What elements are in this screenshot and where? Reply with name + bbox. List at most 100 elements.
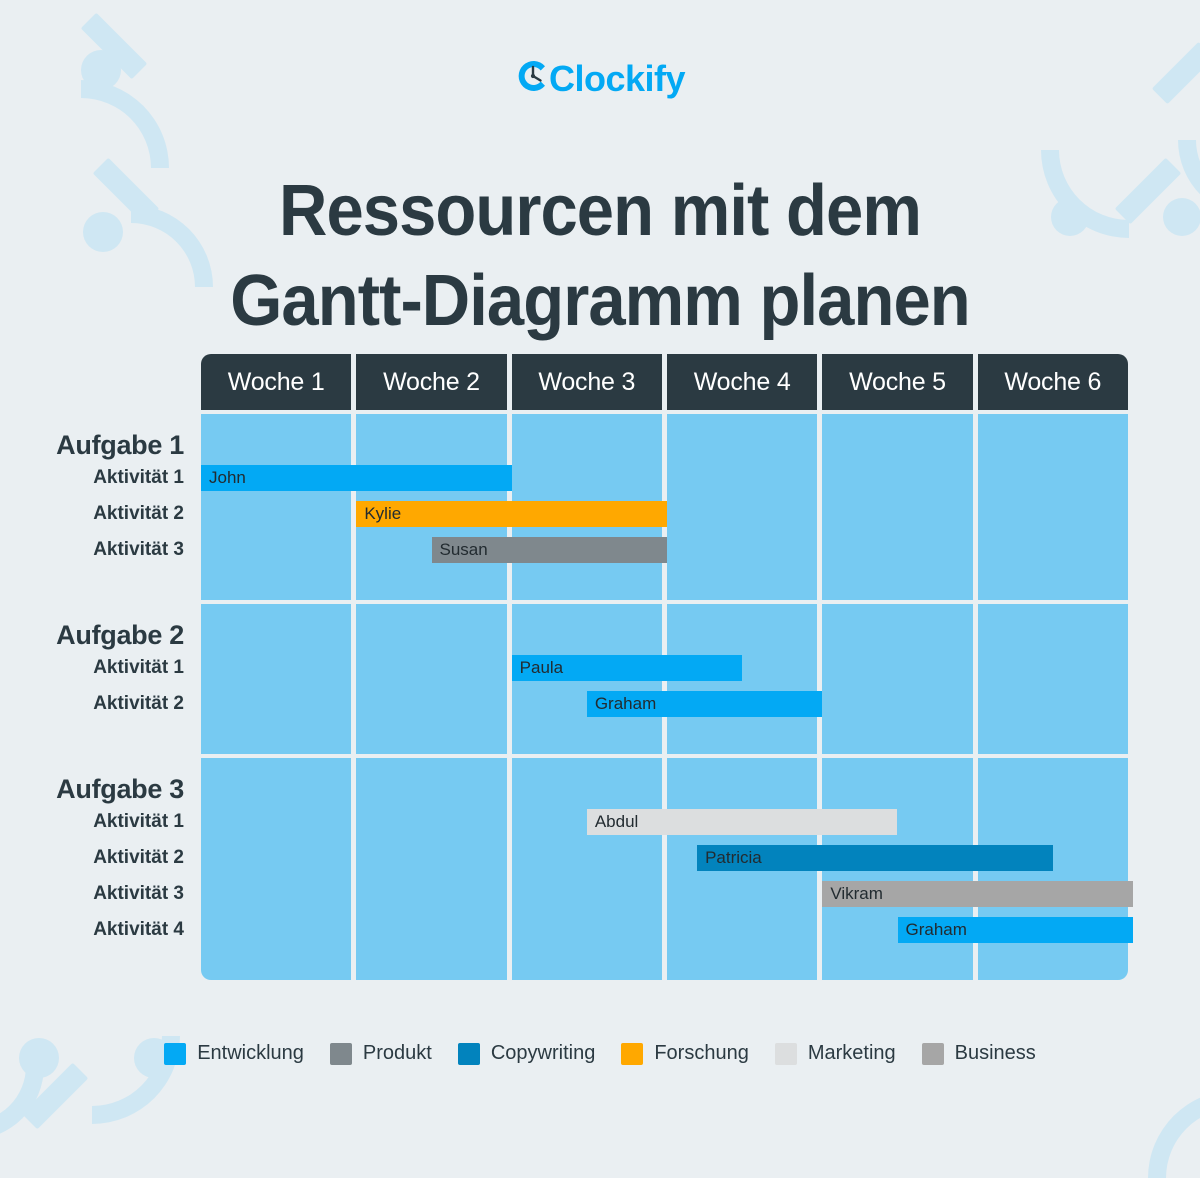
gantt-bar-resource-label: Paula (519, 658, 564, 677)
gantt-week-cell[interactable] (822, 414, 973, 600)
gantt-activity-row: Paula (201, 650, 1128, 686)
gantt-bar-resource-label: Graham (905, 920, 967, 939)
week-header-cell[interactable]: Woche 4 (666, 354, 818, 410)
gantt-bar[interactable]: Paula (511, 655, 743, 681)
legend-label: Forschung (654, 1042, 749, 1064)
gantt-bar-resource-label: Susan (439, 540, 488, 559)
gantt-task-label-group: Aufgabe 2 Aktivität 1 Aktivität 2 (0, 600, 201, 754)
gantt-activity-label: Aktivität 4 (93, 919, 184, 940)
gantt-activity-row: Graham (201, 686, 1128, 722)
week-header-cell[interactable]: Woche 5 (822, 354, 973, 410)
gantt-activity-row: Graham (201, 912, 1133, 948)
gantt-week-cell[interactable] (977, 604, 1128, 754)
gantt-chart: Aufgabe 1 Aktivität 1 Aktivität 2 Aktivität… (0, 354, 1200, 980)
week-header-label: Woche 1 (227, 367, 325, 396)
gantt-week-cell[interactable] (201, 414, 352, 600)
brand-name: Clockify (548, 57, 686, 99)
legend-swatch-icon (621, 1042, 644, 1065)
deco-arc (0, 1066, 44, 1140)
gantt-bar-resource-label: Patricia (705, 848, 762, 867)
gantt-activity-label: Aktivität 3 (93, 539, 184, 560)
legend-item[interactable]: Forschung (621, 1042, 749, 1065)
legend-label: Entwicklung (197, 1042, 304, 1064)
gantt-activity-label: Aktivität 2 (93, 693, 184, 714)
gantt-week-cell[interactable] (356, 604, 507, 754)
gantt-week-cell[interactable] (201, 758, 352, 980)
legend-swatch-icon (774, 1042, 797, 1065)
legend-item[interactable]: Marketing (774, 1042, 896, 1065)
week-header-label: Woche 3 (538, 367, 636, 396)
gantt-activity-row: Susan (201, 532, 1128, 568)
gantt-bar-resource-label: Kylie (364, 504, 402, 523)
gantt-activity-row: Abdul (201, 804, 1128, 840)
legend-item[interactable]: Business (921, 1042, 1036, 1065)
week-header-cell[interactable]: Woche 2 (356, 354, 507, 410)
gantt-week-header: Woche 1 Woche 2 Woche 3 Woche 4 Woche 5 Woche… (201, 354, 1128, 410)
gantt-task-label: Aufgabe 2 (56, 620, 184, 650)
gantt-activity-label: Aktivität 1 (93, 657, 184, 678)
gantt-activity-row: Kylie (201, 496, 1128, 532)
week-header-cell[interactable]: Woche 3 (511, 354, 662, 410)
week-header-cell[interactable]: Woche 6 (977, 354, 1128, 410)
legend-label: Business (954, 1042, 1036, 1064)
gantt-activity-label: Aktivität 1 (93, 467, 184, 488)
deco-diagonal-bar (21, 1062, 89, 1130)
gantt-week-cell[interactable] (977, 414, 1128, 600)
gantt-activity-row: Vikram (201, 876, 1133, 912)
legend-label: Produkt (362, 1042, 432, 1064)
gantt-grid: Woche 1 Woche 2 Woche 3 Woche 4 Woche 5 Woche… (201, 354, 1133, 980)
gantt-task-label-group: Aufgabe 1 Aktivität 1 Aktivität 2 Aktivität… (0, 410, 201, 600)
gantt-bar[interactable]: Vikram (822, 881, 1133, 907)
clockify-clock-logo-icon (515, 58, 551, 99)
gantt-activity-row: John (201, 460, 1128, 496)
deco-circle (1163, 198, 1200, 236)
gantt-activity-label: Aktivität 2 (93, 503, 184, 524)
gantt-week-cell[interactable] (511, 758, 662, 980)
gantt-bar[interactable]: John (201, 465, 512, 491)
gantt-bar[interactable]: Patricia (697, 845, 1053, 871)
week-header-label: Woche 5 (849, 367, 946, 396)
legend-label: Copywriting (490, 1042, 596, 1064)
gantt-bar[interactable]: Graham (897, 917, 1133, 943)
gantt-week-cell[interactable] (201, 604, 352, 754)
gantt-week-columns (201, 604, 1128, 754)
page-title-line-2: Gantt-Diagramm planen (230, 261, 970, 342)
gantt-activity-label: Aktivität 3 (93, 883, 184, 904)
chart-legend: Entwicklung Produkt Copywriting Forschung Ma… (0, 1042, 1200, 1065)
week-header-label: Woche 4 (693, 367, 791, 396)
gantt-activity-row: Patricia (201, 840, 1128, 876)
gantt-bar-resource-label: Vikram (830, 884, 883, 903)
gantt-bar[interactable]: Graham (586, 691, 823, 717)
legend-swatch-icon (921, 1042, 944, 1065)
legend-swatch-icon (164, 1042, 187, 1065)
gantt-bar[interactable]: Kylie (356, 501, 667, 527)
gantt-activity-label: Aktivität 1 (93, 811, 184, 832)
legend-item[interactable]: Produkt (329, 1042, 432, 1065)
legend-swatch-icon (457, 1042, 480, 1065)
gantt-week-cell[interactable] (356, 758, 507, 980)
gantt-bar[interactable]: Susan (431, 537, 667, 563)
gantt-bar-resource-label: Graham (594, 694, 657, 713)
gantt-bar-resource-label: John (209, 468, 246, 487)
page-title: Ressourcen mit dem Gantt-Diagramm planen (42, 166, 1158, 346)
legend-label: Marketing (807, 1042, 896, 1064)
gantt-activity-label: Aktivität 2 (93, 847, 184, 868)
gantt-week-cell[interactable] (666, 414, 818, 600)
legend-swatch-icon (329, 1042, 352, 1065)
gantt-week-cell[interactable] (822, 604, 973, 754)
deco-arc (1178, 140, 1200, 218)
legend-item[interactable]: Copywriting (457, 1042, 596, 1065)
week-header-cell[interactable]: Woche 1 (201, 354, 352, 410)
legend-item[interactable]: Entwicklung (164, 1042, 304, 1065)
gantt-bar[interactable]: Abdul (586, 809, 898, 835)
brand-logo: Clockify (0, 58, 1200, 99)
gantt-task-label: Aufgabe 1 (56, 430, 184, 460)
